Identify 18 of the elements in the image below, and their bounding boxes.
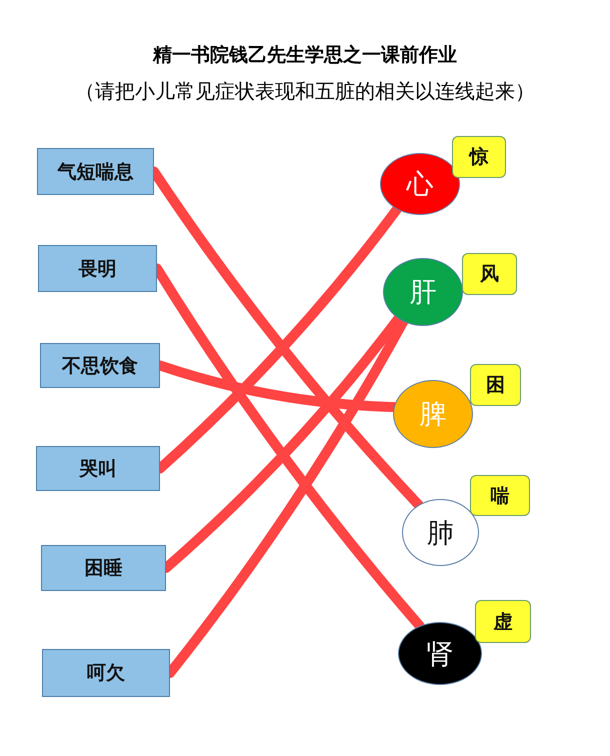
label-box: 虚 (475, 600, 531, 643)
label-box: 惊 (452, 136, 506, 178)
organ-circle: 心 (380, 153, 460, 215)
organ-circle: 肺 (402, 499, 479, 566)
symptom-box: 气短喘息 (37, 148, 154, 195)
symptom-box: 困睡 (41, 545, 166, 591)
instruction-text: （请把小儿常见症状表现和五脏的相关以连线起来） (74, 78, 536, 105)
symptom-box: 哭叫 (36, 446, 160, 491)
label-box: 困 (470, 364, 521, 406)
title: 精一书院钱乙先生学思之一课前作业 (152, 43, 458, 68)
organ-circle: 肾 (398, 622, 482, 685)
symptom-box: 不思饮食 (40, 343, 160, 388)
organ-circle: 脾 (393, 380, 473, 448)
symptom-box: 畏明 (38, 245, 157, 292)
label-box: 风 (462, 253, 517, 295)
symptom-box: 呵欠 (42, 649, 170, 697)
label-box: 喘 (470, 475, 530, 516)
organ-circle: 肝 (383, 258, 463, 326)
